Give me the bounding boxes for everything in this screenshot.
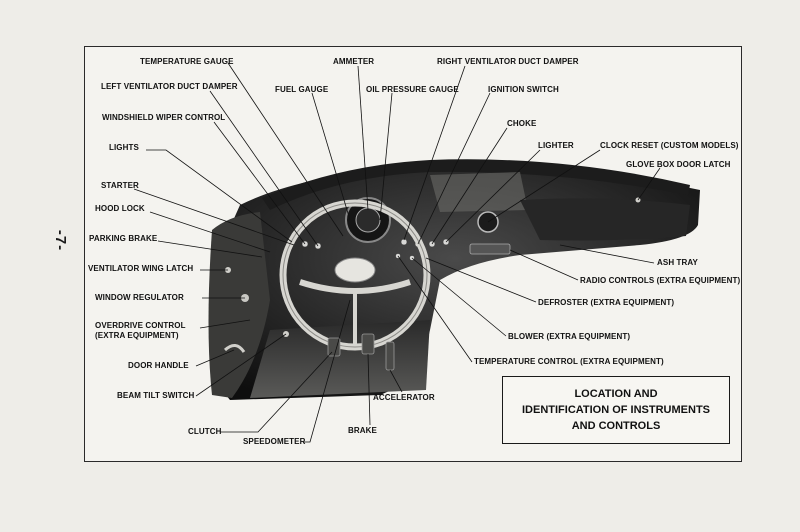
accelerator-pedal	[385, 341, 395, 371]
label-fuel-gauge: FUEL GAUGE	[275, 85, 329, 94]
radio-panel	[469, 243, 511, 255]
label-radio-controls: RADIO CONTROLS (EXTRA EQUIPMENT)	[580, 276, 741, 285]
door-handle-shape	[223, 344, 246, 353]
label-clutch: CLUTCH	[188, 427, 222, 436]
label-choke: CHOKE	[507, 119, 537, 128]
label-overdrive-control-extra: (EXTRA EQUIPMENT)	[95, 331, 179, 340]
left-door-panel	[208, 212, 270, 398]
label-glove-box-door-latch: GLOVE BOX DOOR LATCH	[626, 160, 731, 169]
label-overdrive-control: OVERDRIVE CONTROL	[95, 321, 186, 330]
label-window-regulator: WINDOW REGULATOR	[95, 293, 184, 302]
label-ignition-switch: IGNITION SWITCH	[488, 85, 559, 94]
steering-wheel-rim-edge	[282, 202, 428, 348]
label-lighter: LIGHTER	[538, 141, 574, 150]
horn-button	[334, 257, 376, 283]
label-temperature-gauge: TEMPERATURE GAUGE	[140, 57, 234, 66]
title-line-1: LOCATION AND	[574, 388, 658, 400]
label-temperature-control: TEMPERATURE CONTROL (EXTRA EQUIPMENT)	[474, 357, 664, 366]
label-door-handle: DOOR HANDLE	[128, 361, 189, 370]
label-ventilator-wing-latch: VENTILATOR WING LATCH	[88, 264, 194, 273]
label-clock-reset: CLOCK RESET (CUSTOM MODELS)	[600, 141, 739, 150]
label-oil-pressure-gauge: OIL PRESSURE GAUGE	[366, 85, 459, 94]
label-right-ventilator-duct-damper: RIGHT VENTILATOR DUCT DAMPER	[437, 57, 579, 66]
label-blower: BLOWER (EXTRA EQUIPMENT)	[508, 332, 631, 341]
leader-lines	[133, 62, 661, 443]
title-line-2: IDENTIFICATION OF INSTRUMENTS	[521, 404, 710, 416]
label-ash-tray: ASH TRAY	[657, 258, 698, 267]
title-line-3: AND CONTROLS	[571, 420, 661, 432]
label-starter: STARTER	[101, 181, 139, 190]
label-accelerator: ACCELERATOR	[373, 393, 435, 402]
label-hood-lock: HOOD LOCK	[95, 204, 145, 213]
label-parking-brake: PARKING BRAKE	[89, 234, 158, 243]
brake-pedal	[361, 333, 375, 355]
windshield-frame	[262, 159, 690, 210]
title-box: LOCATION AND IDENTIFICATION OF INSTRUMEN…	[502, 376, 730, 444]
label-lights: LIGHTS	[109, 143, 139, 152]
windshield-glass	[430, 172, 528, 212]
label-defroster: DEFROSTER (EXTRA EQUIPMENT)	[538, 298, 675, 307]
label-brake: BRAKE	[348, 426, 377, 435]
label-left-ventilator-duct-damper: LEFT VENTILATOR DUCT DAMPER	[101, 82, 238, 91]
label-beam-tilt-switch: BEAM TILT SWITCH	[117, 391, 195, 400]
glove-box-panel	[520, 198, 690, 241]
gauge-inner	[355, 207, 381, 233]
label-speedometer: SPEEDOMETER	[243, 437, 306, 446]
label-ammeter: AMMETER	[333, 57, 375, 66]
label-windshield-wiper-control: WINDSHIELD WIPER CONTROL	[102, 113, 226, 122]
